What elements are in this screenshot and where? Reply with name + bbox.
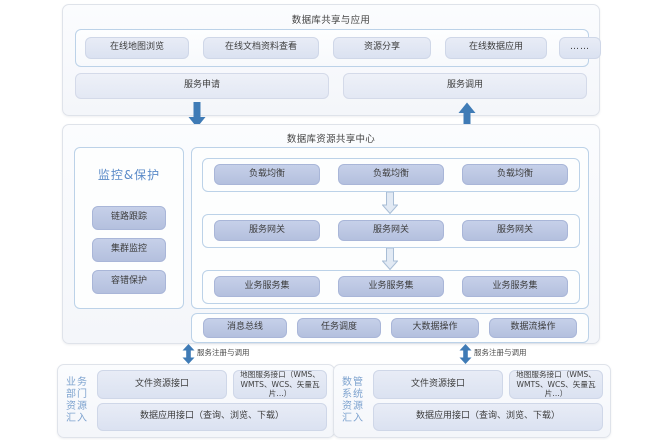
- datamgmt-file-resource-interface[interactable]: 文件资源接口: [373, 370, 503, 399]
- vlabel-line-2: 系统: [342, 389, 364, 401]
- load-balancer-row: 负载均衡 负载均衡 负载均衡: [202, 158, 580, 192]
- app-chip-online-data[interactable]: 在线数据应用: [445, 37, 547, 59]
- vlabel-line-1: 数管: [342, 377, 364, 389]
- service-apply-arrow: [188, 102, 206, 128]
- monitor-item-fault-tolerance[interactable]: 容错保护: [92, 270, 166, 294]
- business-department-panel: 业务 部门 资源 汇入 文件资源接口 地图服务接口（WMS、WMTS、WCS、矢…: [57, 364, 335, 438]
- service-apply-bar[interactable]: 服务申请: [75, 73, 329, 99]
- service-gateway-2[interactable]: 服务网关: [338, 220, 444, 241]
- business-service-1[interactable]: 业务服务集: [214, 276, 320, 297]
- capability-bigdata-ops[interactable]: 大数据操作: [391, 318, 479, 338]
- top-section-title: 数据库共享与应用: [291, 15, 371, 26]
- monitor-item-link-trace[interactable]: 链路跟踪: [92, 206, 166, 230]
- data-management-label: 数管 系统 资源 汇入: [338, 369, 368, 433]
- monitor-panel: 监控&保护 链路跟踪 集群监控 容错保护: [74, 147, 184, 309]
- app-chip-more[interactable]: ……: [559, 37, 601, 59]
- load-balancer-2[interactable]: 负载均衡: [338, 164, 444, 185]
- business-file-resource-interface[interactable]: 文件资源接口: [97, 370, 227, 399]
- service-gateway-1[interactable]: 服务网关: [214, 220, 320, 241]
- datamgmt-data-app-interface[interactable]: 数据应用接口（查询、浏览、下载）: [373, 403, 603, 431]
- app-chip-resource-share[interactable]: 资源分享: [333, 37, 431, 59]
- service-invoke-bar[interactable]: 服务调用: [343, 73, 587, 99]
- business-data-app-interface[interactable]: 数据应用接口（查询、浏览、下载）: [97, 403, 327, 431]
- capability-dataflow-ops[interactable]: 数据流操作: [489, 318, 577, 338]
- right-register-arrow: [459, 344, 472, 364]
- vlabel-line-4: 汇入: [342, 412, 364, 424]
- data-management-panel: 数管 系统 资源 汇入 文件资源接口 地图服务接口（WMS、WMTS、WCS、矢…: [333, 364, 611, 438]
- app-chip-online-doc[interactable]: 在线文档资料查看: [203, 37, 319, 59]
- business-service-3[interactable]: 业务服务集: [462, 276, 568, 297]
- left-register-arrow-label: 服务注册与调用: [197, 348, 250, 357]
- top-section-panel: 数据库共享与应用 在线地图浏览 在线文档资料查看 资源分享 在线数据应用 …… …: [62, 4, 601, 116]
- business-department-label: 业务 部门 资源 汇入: [62, 369, 92, 433]
- lb-to-gateway-arrow: [382, 192, 398, 214]
- monitor-item-cluster-monitor[interactable]: 集群监控: [92, 238, 166, 262]
- business-service-2[interactable]: 业务服务集: [338, 276, 444, 297]
- service-invoke-arrow: [458, 102, 476, 128]
- capability-message-bus[interactable]: 消息总线: [203, 318, 287, 338]
- load-balancer-1[interactable]: 负载均衡: [214, 164, 320, 185]
- service-gateway-3[interactable]: 服务网关: [462, 220, 568, 241]
- right-register-arrow-label: 服务注册与调用: [474, 348, 527, 357]
- capability-row-frame: 消息总线 任务调度 大数据操作 数据流操作: [191, 313, 589, 343]
- vlabel-line-4: 汇入: [66, 412, 88, 424]
- load-balancer-3[interactable]: 负载均衡: [462, 164, 568, 185]
- center-section-title: 数据库资源共享中心: [286, 134, 376, 145]
- gateway-to-business-arrow: [382, 248, 398, 270]
- monitor-panel-title: 监控&保护: [97, 168, 161, 182]
- service-gateway-row: 服务网关 服务网关 服务网关: [202, 214, 580, 248]
- vlabel-line-1: 业务: [66, 377, 88, 389]
- app-chip-online-map[interactable]: 在线地图浏览: [85, 37, 189, 59]
- left-register-arrow: [182, 344, 195, 364]
- service-stack-frame: 负载均衡 负载均衡 负载均衡 服务网关 服务网关 服务网关: [191, 147, 589, 309]
- vlabel-line-3: 资源: [66, 401, 88, 412]
- center-section-panel: 数据库资源共享中心 监控&保护 链路跟踪 集群监控 容错保护 负载均衡 负载均衡…: [62, 124, 600, 344]
- capability-task-scheduling[interactable]: 任务调度: [297, 318, 381, 338]
- business-map-service-interface[interactable]: 地图服务接口（WMS、WMTS、WCS、矢量瓦片…）: [233, 370, 327, 399]
- app-list-frame: 在线地图浏览 在线文档资料查看 资源分享 在线数据应用 ……: [75, 29, 601, 67]
- business-service-row: 业务服务集 业务服务集 业务服务集: [202, 270, 580, 304]
- datamgmt-map-service-interface[interactable]: 地图服务接口（WMS、WMTS、WCS、矢量瓦片…）: [509, 370, 603, 399]
- vlabel-line-3: 资源: [342, 401, 364, 412]
- vlabel-line-2: 部门: [66, 389, 88, 401]
